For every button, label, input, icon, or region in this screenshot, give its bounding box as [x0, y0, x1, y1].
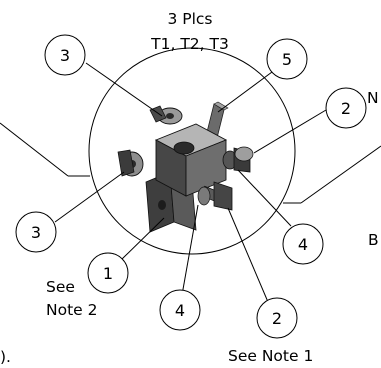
detail-leader-left — [0, 122, 69, 177]
main-block-right — [185, 139, 227, 197]
balloon-4-right: 4 — [282, 223, 324, 265]
detail-leader-right — [300, 145, 381, 204]
bracket-assembly — [117, 101, 254, 233]
leader-4-right — [237, 169, 292, 227]
balloon-3-left: 3 — [15, 211, 57, 253]
bore-hole — [173, 141, 195, 155]
header-tags: T1, T2, T3 — [150, 35, 229, 53]
detail-circle — [88, 47, 296, 255]
washer-lower — [197, 186, 211, 206]
edge-text-b: B — [368, 231, 379, 249]
svg-text:1: 1 — [103, 264, 113, 283]
leader-5 — [217, 71, 273, 113]
leader-3-left — [54, 171, 125, 223]
balloon-2-bottom: 2 — [256, 297, 298, 339]
leader-3-top — [85, 62, 163, 117]
svg-text:4: 4 — [175, 301, 185, 320]
edge-text-n: N — [367, 89, 379, 107]
balloon-4-bottom: 4 — [159, 289, 201, 331]
svg-text:4: 4 — [298, 235, 308, 254]
note-1-label: See Note 1 — [228, 347, 313, 365]
balloon-2-right: 2 — [325, 87, 367, 129]
header-count: 3 Plcs — [167, 10, 212, 28]
bolt-head-lower — [213, 181, 233, 211]
edge-text-period: ). — [0, 348, 11, 366]
leader-1 — [120, 217, 165, 261]
svg-text:3: 3 — [31, 223, 41, 242]
note-2-label: Note 2 — [46, 301, 97, 319]
leader-4-bottom — [181, 204, 199, 296]
leader-2-right — [253, 109, 327, 154]
leader-2-bottom — [227, 207, 269, 303]
svg-text:5: 5 — [282, 50, 292, 69]
svg-text:3: 3 — [60, 46, 70, 65]
balloon-1: 1 — [87, 252, 129, 294]
balloon-3-top: 3 — [44, 34, 86, 76]
note-2-see: See — [46, 278, 75, 296]
bolt-head-left — [117, 149, 135, 177]
svg-text:2: 2 — [341, 99, 351, 118]
balloon-5: 5 — [266, 38, 308, 80]
svg-text:2: 2 — [272, 309, 282, 328]
